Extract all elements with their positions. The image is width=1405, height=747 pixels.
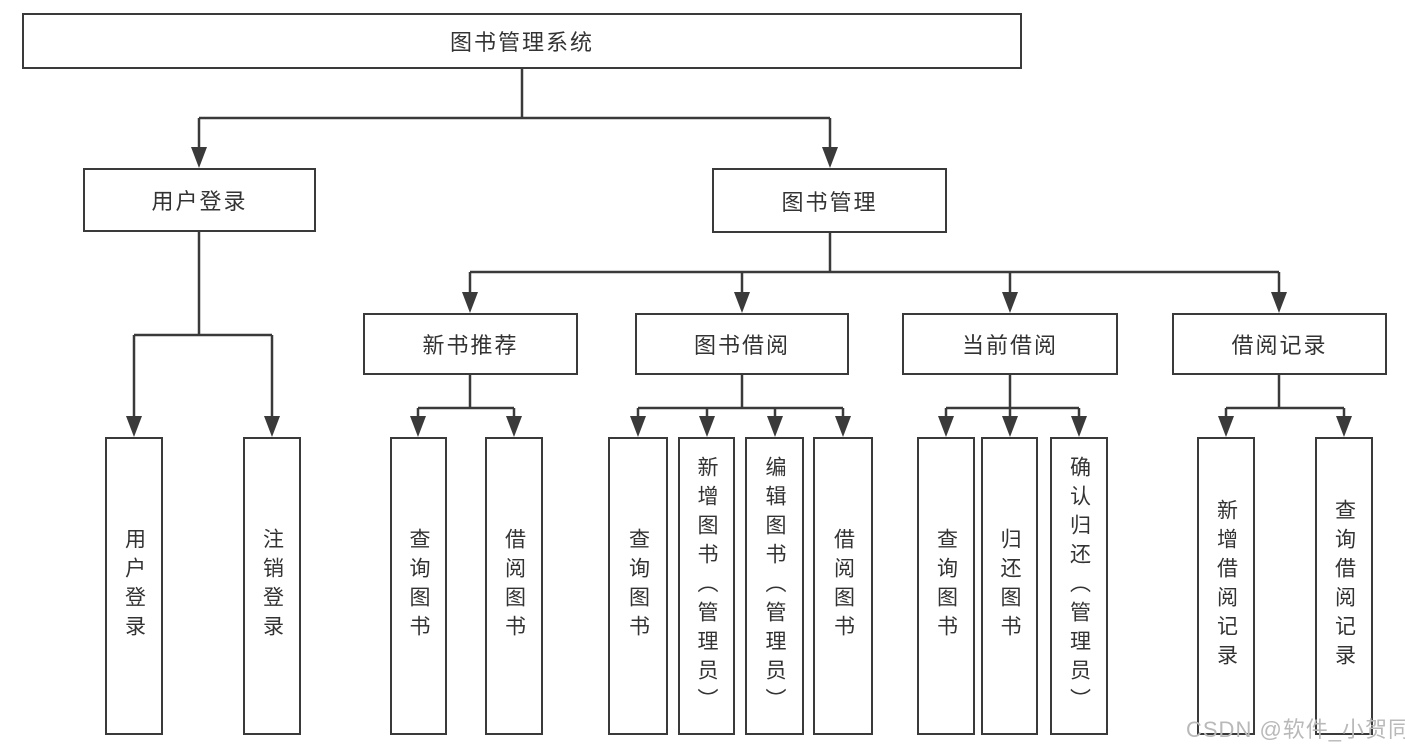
leaf-label: 新增借阅记录 — [1214, 499, 1238, 673]
leaf-borrow-books-recommend: 借阅图书 — [485, 437, 543, 735]
node-borrowing-records: 借阅记录 — [1172, 313, 1387, 375]
leaf-label: 新增图书（管理员） — [695, 455, 718, 717]
leaf-logout-login: 注销登录 — [243, 437, 301, 735]
node-book-borrowing: 图书借阅 — [635, 313, 849, 375]
node-label: 图书管理系统 — [449, 30, 594, 55]
leaf-query-borrow-record: 查询借阅记录 — [1315, 437, 1373, 735]
leaf-borrow-books-borrowing: 借阅图书 — [813, 437, 873, 735]
leaf-label: 用户登录 — [122, 528, 146, 644]
leaf-label: 确认归还（管理员） — [1067, 455, 1091, 717]
node-new-book-recommend: 新书推荐 — [363, 313, 578, 375]
leaf-user-login: 用户登录 — [105, 437, 163, 735]
node-label: 图书借阅 — [693, 333, 790, 358]
leaf-label: 查询图书 — [407, 528, 430, 644]
leaf-label: 借阅图书 — [831, 528, 855, 644]
node-current-borrowing: 当前借阅 — [902, 313, 1118, 375]
leaf-label: 查询图书 — [934, 528, 958, 644]
leaf-confirm-return-admin: 确认归还（管理员） — [1050, 437, 1108, 735]
leaf-label: 查询图书 — [626, 528, 650, 644]
leaf-query-books-borrowing: 查询图书 — [608, 437, 668, 735]
leaf-query-books-current: 查询图书 — [917, 437, 975, 735]
leaf-edit-books-admin: 编辑图书（管理员） — [745, 437, 804, 735]
node-label: 借阅记录 — [1231, 333, 1328, 358]
leaf-label: 编辑图书（管理员） — [763, 455, 786, 717]
node-book-management: 图书管理 — [712, 168, 947, 233]
leaf-label: 借阅图书 — [502, 528, 526, 644]
node-library-management-system: 图书管理系统 — [22, 13, 1022, 69]
leaf-query-books-recommend: 查询图书 — [390, 437, 447, 735]
node-label: 新书推荐 — [422, 333, 519, 358]
leaf-add-books-admin: 新增图书（管理员） — [678, 437, 735, 735]
leaf-label: 归还图书 — [998, 528, 1021, 644]
leaf-label: 注销登录 — [260, 528, 284, 644]
node-label: 当前借阅 — [961, 333, 1058, 358]
leaf-label: 查询借阅记录 — [1332, 499, 1356, 673]
arrowheads — [126, 147, 1352, 437]
leaf-return-books: 归还图书 — [981, 437, 1038, 735]
node-user-login: 用户登录 — [83, 168, 316, 232]
csdn-watermark: CSDN @软件_小贺同学 — [1186, 717, 1405, 742]
leaf-add-borrow-record: 新增借阅记录 — [1197, 437, 1255, 735]
node-label: 图书管理 — [781, 189, 878, 215]
node-label: 用户登录 — [151, 189, 248, 214]
